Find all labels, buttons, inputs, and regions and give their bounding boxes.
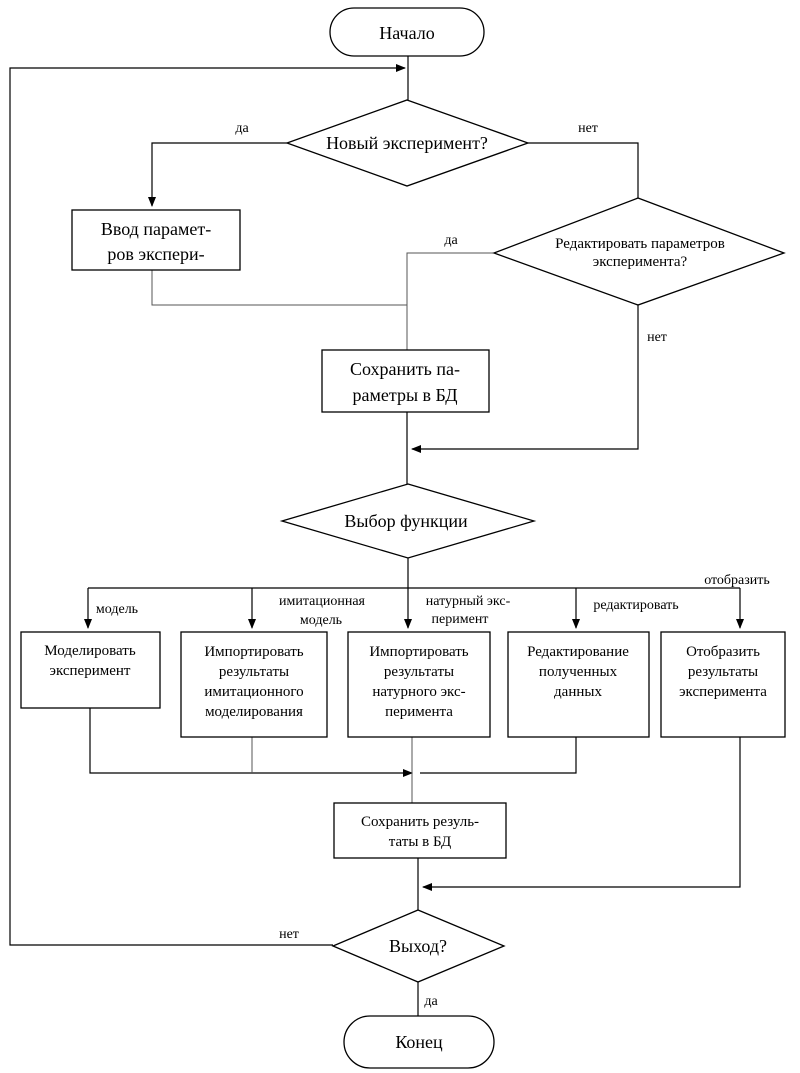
edge-new-no <box>528 142 639 198</box>
import-natural-line-4: перимента <box>385 704 453 720</box>
decision-new-experiment: Новый эксперимент? <box>285 99 530 187</box>
start-label: Начало <box>379 23 434 43</box>
decision-new-experiment-label: Новый эксперимент? <box>326 133 488 153</box>
show-results-line-3: эксперимента <box>679 684 767 700</box>
decision-edit-params: Редактировать параметров эксперимента? <box>492 197 786 306</box>
save-params-line-1: Сохранить па- <box>350 359 460 379</box>
label-exit-yes: да <box>424 994 438 1009</box>
label-new-no: нет <box>578 121 598 136</box>
import-natural-line-1: Импортировать <box>369 644 468 660</box>
input-params-line-1: Ввод парамет- <box>101 219 211 239</box>
edit-data-line-3: данных <box>554 684 602 700</box>
edit-data-line-2: полученных <box>539 664 618 680</box>
save-results-line-2: таты в БД <box>389 834 452 850</box>
process-model-experiment: Моделировать эксперимент <box>20 631 161 709</box>
model-experiment-line-1: Моделировать <box>44 643 136 659</box>
decision-select-function: Выбор функции <box>279 483 537 559</box>
label-branch-natural-1: натурный экс- <box>426 594 511 609</box>
process-show-results: Отобразить результаты эксперимента <box>660 631 786 738</box>
process-edit-data: Редактирование полученных данных <box>507 631 650 738</box>
show-results-line-1: Отобразить <box>686 644 760 660</box>
label-exit-no: нет <box>279 927 299 942</box>
process-save-params: Сохранить па- раметры в БД <box>321 349 490 413</box>
process-input-params: Ввод парамет- ров экспери- <box>71 209 241 271</box>
label-branch-sim-2: модель <box>300 613 342 628</box>
select-function-label: Выбор функции <box>344 511 468 531</box>
import-sim-line-1: Импортировать <box>204 644 303 660</box>
label-branch-natural-2: перимент <box>432 612 489 627</box>
edit-params-line-2: эксперимента? <box>593 254 688 270</box>
edge-merge-left <box>89 708 413 777</box>
start-node: Начало <box>329 7 485 57</box>
end-node: Конец <box>343 1015 495 1069</box>
edge-exit-no-loop <box>9 64 406 946</box>
show-results-line-2: результаты <box>688 664 758 680</box>
label-new-yes: да <box>235 121 249 136</box>
import-natural-line-3: натурного экс- <box>372 684 465 700</box>
exit-label: Выход? <box>389 936 447 956</box>
connectors <box>9 56 744 1016</box>
edge-edit-yes <box>406 252 494 350</box>
end-label: Конец <box>395 1032 443 1052</box>
label-edit-yes: да <box>444 233 458 248</box>
save-results-line-1: Сохранить резуль- <box>361 814 479 830</box>
input-params-line-2: ров экспери- <box>107 244 204 264</box>
model-experiment-line-2: эксперимент <box>50 663 131 679</box>
edge-new-yes <box>148 142 287 207</box>
edit-data-line-1: Редактирование <box>527 644 629 660</box>
edge-input-to-save <box>151 270 407 306</box>
edge-labels: да нет да нет модель имитационная модель… <box>96 121 770 1009</box>
label-branch-show: отобразить <box>704 573 770 588</box>
import-natural-line-2: результаты <box>384 664 454 680</box>
edge-merge-edit <box>420 737 577 774</box>
save-params-line-2: раметры в БД <box>353 385 458 405</box>
label-branch-sim-1: имитационная <box>279 594 366 609</box>
import-sim-line-3: имитационного <box>204 684 303 700</box>
label-edit-no: нет <box>647 330 667 345</box>
import-sim-line-2: результаты <box>219 664 289 680</box>
decision-exit: Выход? <box>331 909 506 983</box>
process-import-natural: Импортировать результаты натурного экс- … <box>347 631 491 738</box>
edge-edit-no <box>411 305 639 453</box>
edge-show-to-exit <box>422 737 741 891</box>
process-save-results: Сохранить резуль- таты в БД <box>333 802 507 859</box>
label-branch-edit: редактировать <box>593 598 678 613</box>
process-import-sim: Импортировать результаты имитационного м… <box>180 631 328 738</box>
label-branch-model: модель <box>96 602 138 617</box>
import-sim-line-4: моделирования <box>205 704 303 720</box>
edit-params-line-1: Редактировать параметров <box>555 236 725 252</box>
